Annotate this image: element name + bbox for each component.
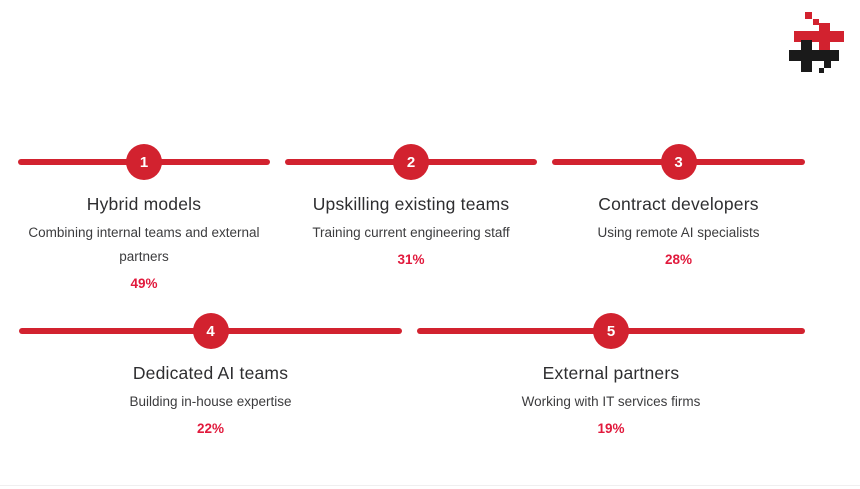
step-percentage: 19% (597, 421, 625, 436)
step-number-badge: 4 (192, 313, 229, 349)
step-description: Training current engineering staff (312, 225, 510, 240)
step-number: 1 (139, 153, 149, 171)
step-number: 4 (206, 322, 215, 340)
step-percentage: 28% (664, 252, 693, 267)
step-percentage: 49% (130, 276, 158, 291)
pixelated-hashtag-logo-icon (789, 12, 844, 73)
bottom-divider (0, 485, 860, 486)
step-title: Upskilling existing teams (312, 194, 510, 214)
step-text-block: Upskilling existing teams Training curre… (285, 193, 537, 271)
step-number-badge: 1 (126, 144, 162, 180)
step-description: Combining internal teams and external pa… (28, 225, 260, 264)
step-number: 5 (606, 322, 616, 340)
step-number: 2 (406, 153, 416, 171)
step-title: Contract developers (598, 194, 759, 214)
step-title: Dedicated AI teams (132, 363, 289, 383)
step-percentage: 31% (397, 252, 425, 267)
step-description: Using remote AI specialists (597, 225, 760, 240)
step-description: Building in-house expertise (129, 394, 292, 409)
step-text-block: Dedicated AI teams Building in-house exp… (19, 362, 402, 440)
step-title: External partners (542, 363, 680, 383)
step-number-badge: 3 (660, 144, 697, 180)
step-number-badge: 2 (393, 144, 429, 180)
step-percentage: 22% (196, 421, 225, 436)
step-title: Hybrid models (86, 194, 202, 214)
step-text-block: Hybrid models Combining internal teams a… (18, 193, 270, 295)
step-number-badge: 5 (593, 313, 629, 349)
step-text-block: Contract developers Using remote AI spec… (552, 193, 805, 271)
step-number: 3 (674, 153, 683, 171)
step-text-block: External partners Working with IT servic… (417, 362, 805, 440)
step-description: Working with IT services firms (521, 394, 701, 409)
